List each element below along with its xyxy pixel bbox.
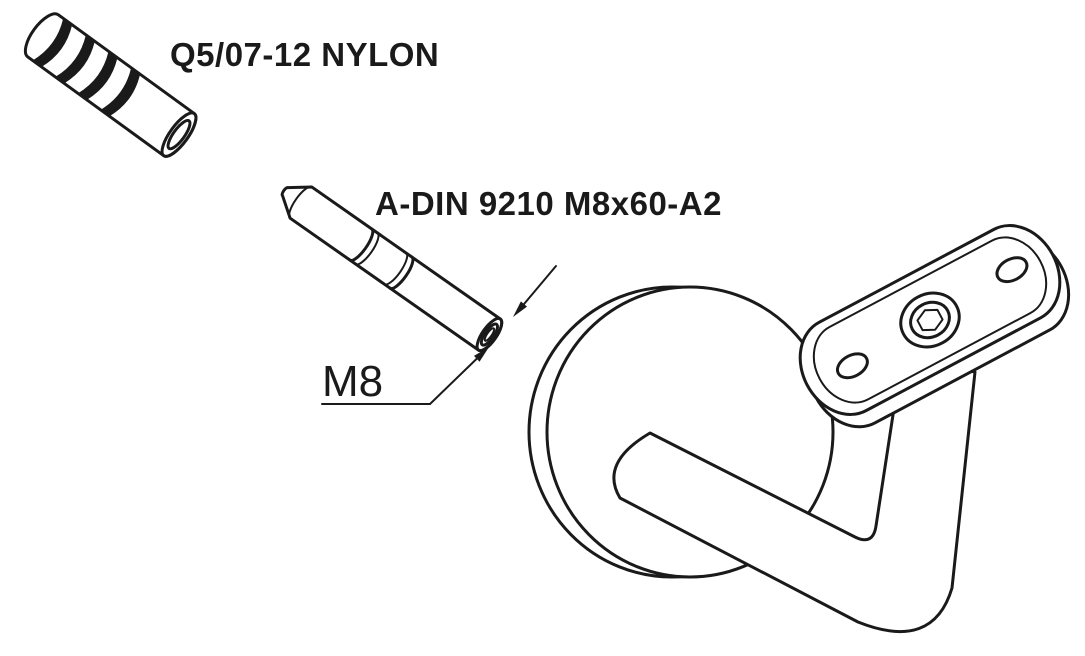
stud-thread-boundary bbox=[388, 255, 415, 291]
stud-end-rim bbox=[475, 316, 504, 353]
stud-thread-boundary bbox=[383, 252, 409, 286]
anchor-mouth-rim bbox=[160, 111, 198, 158]
center-counterbore bbox=[899, 291, 961, 349]
handrail-bracket-drawing bbox=[527, 224, 1071, 634]
anchor-rib bbox=[100, 67, 141, 117]
saddle-plate-hole-right bbox=[995, 256, 1029, 284]
stud-label: A-DIN 9210 M8x60-A2 bbox=[375, 185, 722, 222]
stud-nose-section-line bbox=[288, 185, 313, 220]
anchor-rib bbox=[77, 51, 118, 100]
anchor-label: Q5/07-12 NYLON bbox=[170, 36, 439, 73]
stud-end-hole-inner bbox=[483, 327, 496, 342]
center-screw-head bbox=[909, 300, 951, 340]
bracket-tube bbox=[612, 354, 977, 634]
nylon-anchor-drawing bbox=[23, 12, 198, 158]
dimension-leader-line bbox=[321, 357, 479, 405]
dimension-arrow-line-upper bbox=[518, 265, 557, 311]
anchor-rib bbox=[55, 34, 95, 84]
saddle-plate bbox=[798, 224, 1071, 429]
m8-dimension-label: M8 bbox=[322, 357, 383, 406]
saddle-plate-hole-left bbox=[835, 352, 869, 380]
dimension-arrowhead-lower bbox=[474, 347, 489, 362]
dimension-arrowhead-upper bbox=[513, 301, 527, 317]
saddle-plate-chamfer-line bbox=[812, 236, 1048, 404]
hex-socket bbox=[916, 308, 944, 332]
stud-thread-boundary bbox=[348, 227, 375, 262]
threaded-stud-drawing bbox=[280, 185, 504, 353]
stud-end-hole-outer bbox=[479, 322, 499, 347]
m8-dimension bbox=[321, 265, 557, 405]
anchor-rib bbox=[32, 18, 73, 67]
anchor-mouth-hole bbox=[166, 118, 192, 151]
stud-thread-boundary bbox=[354, 231, 380, 266]
anchor-body bbox=[23, 12, 198, 158]
